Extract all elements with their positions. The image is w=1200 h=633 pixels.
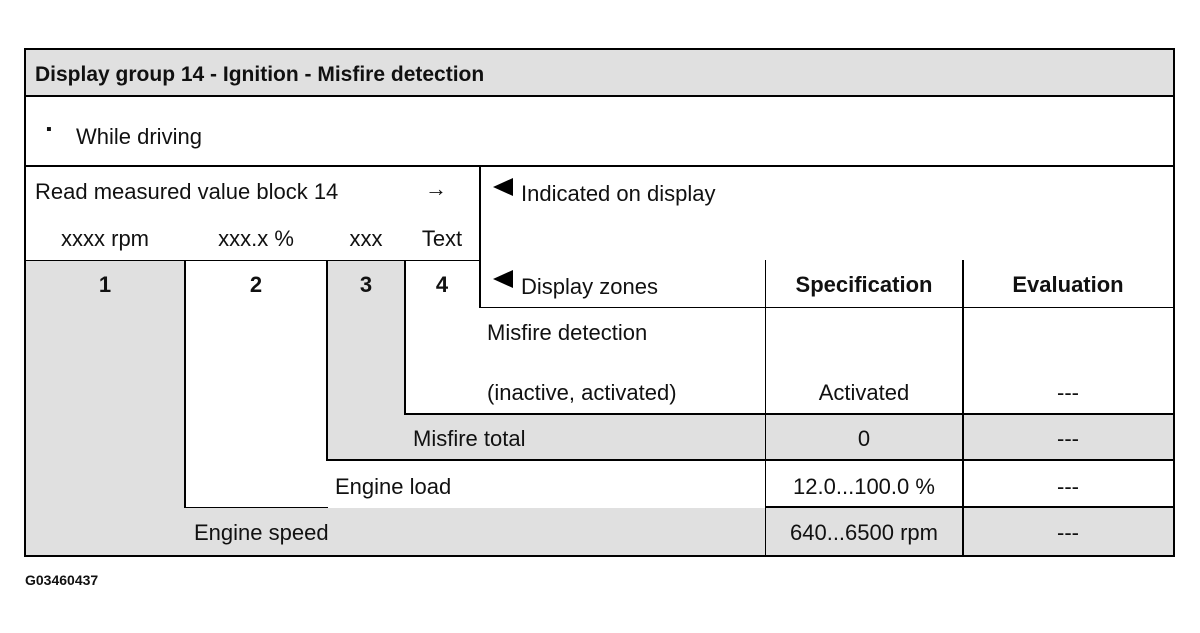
pointer-left-icon-2: [493, 270, 513, 288]
engine-speed-spec: 640...6500 rpm: [790, 520, 938, 545]
zones-header-divider: [479, 307, 1174, 308]
row1-bottom: [404, 413, 1174, 415]
read-block-label: Read measured value block 14: [35, 179, 339, 204]
header-divider: [24, 95, 1175, 97]
zone-4-header: 4: [435, 272, 449, 297]
border-right: [1173, 48, 1175, 557]
misfire-total-row-fill: [327, 414, 1174, 460]
bullet-icon: ▪: [46, 121, 52, 138]
header-background: [25, 49, 1174, 96]
field-3-format: xxx: [349, 226, 383, 251]
engine-load-eval: ---: [1057, 474, 1079, 499]
engine-speed-label: Engine speed: [194, 520, 329, 545]
zone1-fill: [25, 260, 185, 556]
row3-bottom-left: [184, 507, 328, 508]
misfire-detection-spec: Activated: [818, 380, 910, 405]
evaluation-header: Evaluation: [1012, 272, 1124, 297]
row2-bottom: [326, 459, 1174, 461]
border-top: [24, 48, 1175, 50]
zone-1-header: 1: [98, 272, 112, 297]
zone-2-header: 2: [249, 272, 263, 297]
arrow-right-icon: →: [425, 176, 447, 201]
border-left: [24, 48, 26, 557]
row3-bottom: [765, 506, 1174, 508]
specification-header: Specification: [795, 272, 933, 297]
page-title: Display group 14 - Ignition - Misfire de…: [35, 63, 485, 86]
zone1-right-line: [184, 260, 186, 508]
indicated-divider: [479, 166, 481, 308]
pointer-left-icon: [493, 178, 513, 196]
field-1-format: xxxx rpm: [61, 226, 149, 251]
fields-divider: [25, 260, 479, 261]
engine-speed-row-fill: [25, 508, 1174, 556]
engine-load-spec: 12.0...100.0 %: [793, 474, 935, 499]
misfire-detection-label: Misfire detection: [487, 320, 648, 345]
border-bottom: [24, 555, 1175, 557]
engine-load-label: Engine load: [335, 474, 452, 499]
condition-divider: [24, 165, 1175, 167]
zone-3-header: 3: [359, 272, 373, 297]
zone3-right-line: [404, 260, 406, 415]
indicated-label: Indicated on display: [521, 181, 716, 206]
misfire-total-label: Misfire total: [413, 426, 526, 451]
misfire-total-spec: 0: [857, 426, 871, 451]
spec-left-line: [765, 260, 766, 556]
zone2-right-line: [326, 260, 328, 461]
eval-left-line: [962, 260, 964, 556]
misfire-detection-eval: ---: [1057, 380, 1079, 405]
engine-speed-eval: ---: [1057, 520, 1079, 545]
display-zones-header: Display zones: [521, 274, 658, 299]
field-4-format: Text: [421, 226, 463, 251]
misfire-total-eval: ---: [1057, 426, 1079, 451]
misfire-detection-states: (inactive, activated): [487, 380, 677, 405]
figure-id: G03460437: [25, 572, 99, 588]
field-2-format: xxx.x %: [218, 226, 294, 251]
condition-text: While driving: [76, 124, 202, 149]
